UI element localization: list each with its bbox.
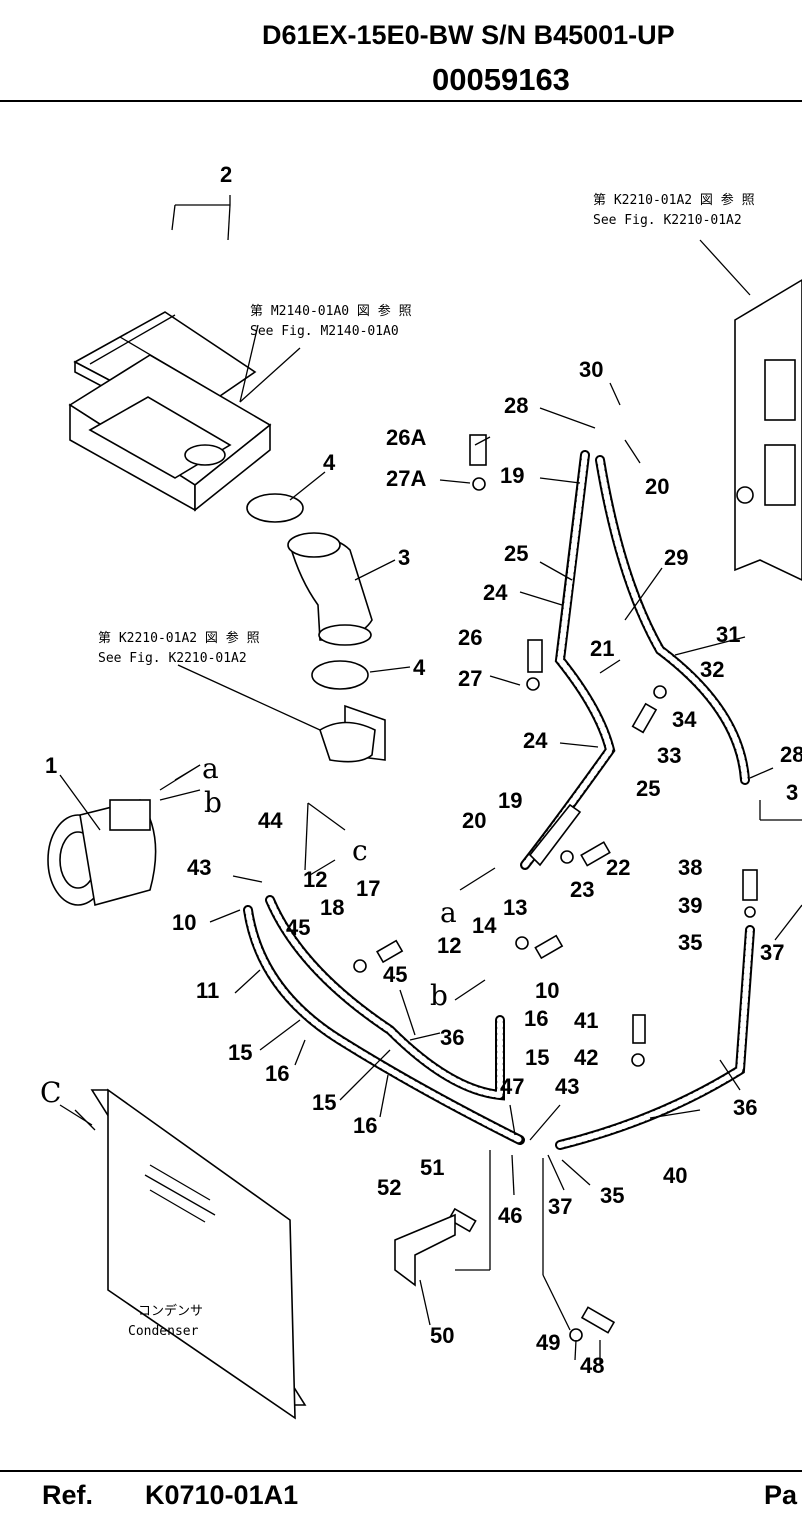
model-title: D61EX-15E0-BW S/N B45001-UP — [262, 20, 675, 50]
condenser-drawing — [90, 1088, 307, 1420]
clamp-drawing — [246, 493, 369, 690]
callout-25a: 25 — [504, 541, 528, 566]
callout-26: 26 — [458, 625, 482, 650]
callout-4a: 4 — [323, 450, 336, 475]
callout-20b: 20 — [462, 808, 486, 833]
callout-4b: 4 — [413, 655, 426, 680]
callout-27: 27 — [458, 666, 482, 691]
callout-39: 39 — [678, 893, 702, 918]
callout-19b: 19 — [498, 788, 522, 813]
compressor-drawing — [47, 799, 157, 907]
callout-18: 18 — [320, 895, 344, 920]
view-arrows — [74, 764, 496, 1131]
callout-50: 50 — [430, 1323, 454, 1348]
view-letter-c: c — [352, 834, 368, 867]
hose-elbow-drawing — [287, 532, 373, 646]
callout-16b: 16 — [353, 1113, 377, 1138]
callout-12b: 12 — [437, 933, 461, 958]
air-duct-housing-drawing — [68, 354, 272, 512]
ref-value: K0710-01A1 — [145, 1480, 299, 1510]
callout-17: 17 — [356, 876, 380, 901]
callout-2: 2 — [220, 162, 232, 187]
header-divider — [0, 100, 802, 102]
callout-20a: 20 — [645, 474, 669, 499]
callout-37a: 37 — [548, 1194, 572, 1219]
callout-52: 52 — [377, 1175, 401, 1200]
callout-28a: 28 — [504, 393, 528, 418]
callout-33: 33 — [657, 743, 681, 768]
callout-13: 13 — [503, 895, 527, 920]
callout-22: 22 — [606, 855, 630, 880]
callout-40: 40 — [663, 1163, 687, 1188]
callout-38: 38 — [678, 855, 702, 880]
view-letter-a-lower: a — [440, 896, 457, 929]
duct-drawing — [319, 704, 386, 763]
part-number: 00059163 — [432, 62, 570, 97]
callout-10a: 10 — [172, 910, 196, 935]
callout-16c: 16 — [524, 1006, 548, 1031]
callout-47: 47 — [500, 1074, 524, 1099]
callout-35a: 35 — [600, 1183, 624, 1208]
callout-32: 32 — [700, 657, 724, 682]
note-condenser-en: Condenser — [128, 1324, 199, 1339]
callout-41: 41 — [574, 1008, 598, 1033]
callout-3: 3 — [398, 545, 410, 570]
callout-10b: 10 — [535, 978, 559, 1003]
callout-23: 23 — [570, 877, 594, 902]
callout-27A: 27A — [386, 466, 426, 491]
callout-15a: 15 — [228, 1040, 252, 1065]
callout-46: 46 — [498, 1203, 522, 1228]
callout-43b: 43 — [555, 1074, 579, 1099]
callout-43a: 43 — [187, 855, 211, 880]
callout-14: 14 — [472, 913, 497, 938]
callout-1: 1 — [45, 753, 57, 778]
callout-24b: 24 — [523, 728, 548, 753]
callout-48: 48 — [580, 1353, 604, 1378]
note-k2210-top-en: See Fig. K2210-01A2 — [593, 213, 742, 228]
callout-15c: 15 — [525, 1045, 549, 1070]
ref-label: Ref. — [42, 1480, 94, 1510]
note-k2210-mid-jp: 第 K2210-01A2 図 参 照 — [98, 630, 260, 646]
callout-35b: 35 — [678, 930, 702, 955]
callout-30: 30 — [579, 357, 603, 382]
note-k2210-mid-en: See Fig. K2210-01A2 — [98, 651, 247, 666]
callout-21: 21 — [590, 636, 614, 661]
note-k2210-top-jp: 第 K2210-01A2 図 参 照 — [593, 192, 755, 208]
callout-45b: 45 — [383, 962, 407, 987]
callout-15b: 15 — [312, 1090, 336, 1115]
fasteners-drawing — [353, 434, 758, 1342]
callout-3b: 3 — [786, 780, 798, 805]
callout-36b: 36 — [733, 1095, 757, 1120]
callout-44: 44 — [258, 808, 283, 833]
callout-16a: 16 — [265, 1061, 289, 1086]
note-m2140-en: See Fig. M2140-01A0 — [250, 324, 399, 339]
callout-25b: 25 — [636, 776, 660, 801]
callout-11: 11 — [196, 978, 219, 1003]
callout-12a: 12 — [303, 867, 327, 892]
footer-divider — [0, 1470, 802, 1472]
callout-29: 29 — [664, 545, 688, 570]
note-condenser-jp: コンデンサ — [138, 1303, 203, 1319]
callout-42: 42 — [574, 1045, 598, 1070]
callout-36a: 36 — [440, 1025, 464, 1050]
cab-unit-drawing — [734, 279, 802, 581]
note-m2140-jp: 第 M2140-01A0 図 参 照 — [250, 303, 412, 319]
callout-26A: 26A — [386, 425, 426, 450]
view-letter-c-condenser: C — [40, 1076, 61, 1109]
callout-19a: 19 — [500, 463, 524, 488]
callout-45a: 45 — [286, 915, 310, 940]
callout-31: 31 — [716, 622, 740, 647]
callout-28b: 28 — [780, 742, 802, 767]
parts-diagram: 第 M2140-01A0 図 参 照 See Fig. M2140-01A0 第… — [40, 162, 802, 1420]
callout-51: 51 — [420, 1155, 444, 1180]
view-letter-b-lower: b — [430, 979, 448, 1012]
callout-37b: 37 — [760, 940, 784, 965]
callout-24a: 24 — [483, 580, 508, 605]
view-letter-a: a — [202, 752, 219, 785]
callout-34: 34 — [672, 707, 697, 732]
page-label: Pa — [764, 1480, 798, 1510]
callout-49: 49 — [536, 1330, 560, 1355]
view-letter-b: b — [204, 786, 222, 819]
